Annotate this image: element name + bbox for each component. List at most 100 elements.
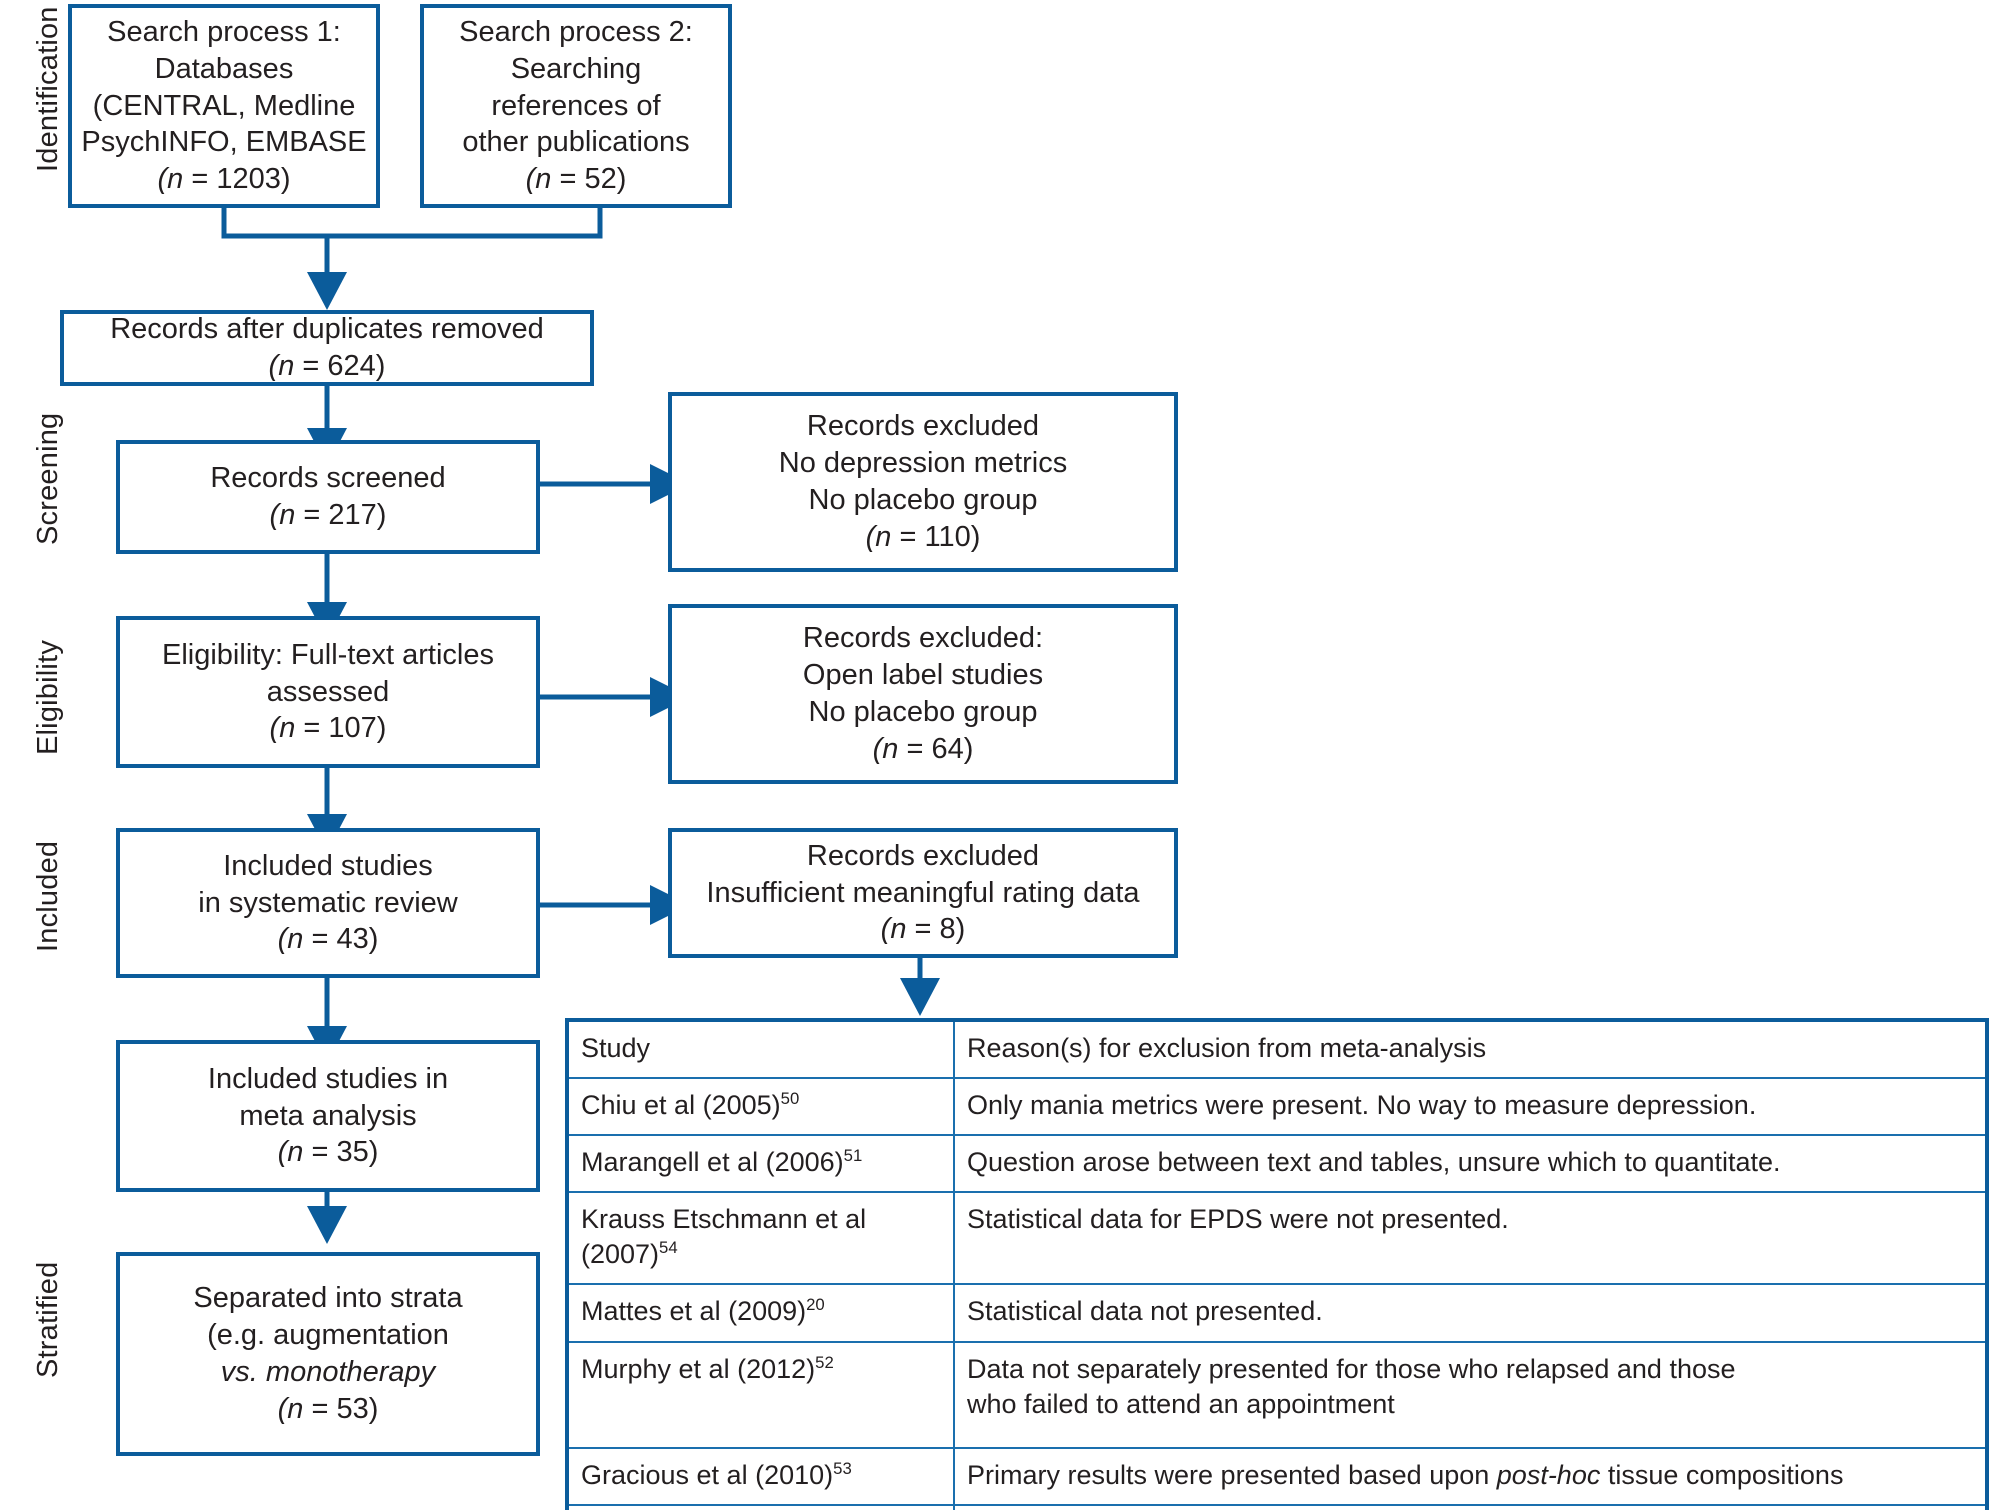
- box-records-excluded-eligibility: Records excluded: Open label studies No …: [668, 604, 1178, 784]
- table-row: Marangell et al (2006)51 Question arose …: [569, 1134, 1985, 1194]
- box-line: references of: [491, 89, 661, 122]
- table-row: Chiu et al (2005)50 Only mania metrics w…: [569, 1077, 1985, 1137]
- box-line: PsychINFO, EMBASE: [81, 126, 367, 159]
- cell-reason: Statistical analysis for effect on mood …: [953, 1503, 1985, 1510]
- box-records-after-duplicates: Records after duplicates removed (n = 62…: [60, 310, 594, 386]
- table-header-row: Study Reason(s) for exclusion from meta-…: [569, 1022, 1985, 1080]
- box-line: in systematic review: [198, 886, 458, 919]
- n-value: 624: [327, 350, 376, 382]
- box-eligibility-fulltext: Eligibility: Full-text articles assessed…: [116, 616, 540, 768]
- study-name: Gracious et al: [581, 1459, 748, 1490]
- n-symbol: n: [535, 163, 552, 196]
- cell-reason: Statistical data not presented.: [953, 1283, 1985, 1343]
- n-symbol: n: [287, 1392, 304, 1425]
- n-symbol: n: [287, 1136, 304, 1169]
- table-row: Mattes et al (2009)20 Statistical data n…: [569, 1283, 1985, 1343]
- n-symbol: n: [882, 732, 899, 765]
- box-count: (n = 64): [872, 732, 974, 765]
- n-value: 107: [328, 712, 377, 745]
- box-line: No placebo group: [808, 696, 1038, 728]
- box-count: (n = 1203): [157, 163, 291, 196]
- box-line: Search process 2:: [459, 15, 693, 48]
- box-count: (n = 217): [269, 499, 387, 531]
- study-name: Mattes et al: [581, 1296, 721, 1327]
- box-included-meta-analysis: Included studies in meta analysis (n = 3…: [116, 1040, 540, 1192]
- cell-reason: Primary results were presented based upo…: [953, 1446, 1985, 1506]
- box-included-systematic-review: Included studies in systematic review (n…: [116, 828, 540, 978]
- box-line: Records excluded: [806, 410, 1040, 443]
- study-ref: 53: [833, 1458, 852, 1478]
- cell-study: Marangell et al (2006)51: [569, 1134, 955, 1194]
- study-ref: 51: [843, 1146, 863, 1166]
- box-separated-into-strata: Separated into strata (e.g. augmentation…: [116, 1252, 540, 1456]
- box-line: vs. monotherapy: [220, 1356, 436, 1388]
- cell-study: Murphy et al (2012)52: [569, 1340, 955, 1449]
- study-ref: 52: [815, 1352, 834, 1372]
- n-value: 1203: [216, 163, 281, 196]
- study-year: (2010): [755, 1459, 834, 1490]
- table-row: Murphy et al (2012)52 Data not separatel…: [569, 1340, 1985, 1449]
- cell-study: Chiu et al (2005)50: [569, 1077, 955, 1137]
- stage-label-screening: Screening: [32, 412, 64, 545]
- box-line: (CENTRAL, Medline: [92, 89, 356, 122]
- n-symbol: n: [278, 350, 295, 382]
- box-line: Records after duplicates removed: [110, 313, 544, 346]
- study-ref: 54: [659, 1238, 678, 1258]
- box-line: Included studies in: [207, 1062, 449, 1095]
- box-line: No depression metrics: [778, 447, 1068, 480]
- n-value: 64: [931, 732, 964, 765]
- cell-reason: Statistical data for EPDS were not prese…: [953, 1191, 1985, 1286]
- study-year: (2005): [702, 1090, 781, 1121]
- box-line: Included studies: [223, 849, 433, 882]
- n-value: 53: [336, 1392, 369, 1425]
- box-records-screened: Records screened (n = 217): [116, 440, 540, 554]
- stage-label-stratified: Stratified: [32, 1261, 64, 1378]
- box-line: assessed: [266, 675, 390, 708]
- cell-reason: Data not separately presented for those …: [953, 1340, 1985, 1449]
- n-symbol: n: [167, 163, 184, 196]
- n-value: 217: [328, 499, 377, 531]
- study-year: (2009): [728, 1296, 807, 1327]
- n-value: 35: [336, 1136, 369, 1169]
- cell-study: Appleton et al (2011)81: [569, 1503, 955, 1510]
- study-ref: 50: [780, 1089, 800, 1109]
- box-count: (n = 107): [269, 712, 387, 745]
- box-search-process-2: Search process 2: Searching references o…: [420, 4, 732, 208]
- box-line: Databases: [154, 52, 294, 85]
- table-row: Gracious et al (2010)53 Primary results …: [569, 1446, 1985, 1506]
- box-records-excluded-screening: Records excluded No depression metrics N…: [668, 392, 1178, 572]
- column-header-reason: Reason(s) for exclusion from meta-analys…: [953, 1022, 1985, 1080]
- box-line: Records screened: [210, 462, 446, 495]
- study-name: Marangell et al: [581, 1147, 759, 1178]
- cell-study: Gracious et al (2010)53: [569, 1446, 955, 1506]
- italic-term: post-hoc: [1496, 1459, 1601, 1490]
- n-value: 8: [939, 913, 956, 946]
- stage-label-identification: Identification: [32, 6, 64, 172]
- box-line: Records excluded:: [802, 622, 1044, 655]
- box-search-process-1: Search process 1: Databases (CENTRAL, Me…: [68, 4, 380, 208]
- table-row: Appleton et al (2011)81 Statistical anal…: [569, 1503, 1985, 1510]
- box-count: (n = 110): [865, 520, 981, 553]
- table-row: Krauss Etschmann et al (2007)54 Statisti…: [569, 1191, 1985, 1286]
- n-symbol: n: [890, 913, 907, 946]
- cell-study: Mattes et al (2009)20: [569, 1283, 955, 1343]
- study-name: Murphy et al: [581, 1353, 730, 1384]
- box-line: (e.g. augmentation: [207, 1319, 449, 1352]
- n-symbol: n: [287, 923, 304, 956]
- cell-reason: Only mania metrics were present. No way …: [953, 1077, 1985, 1137]
- box-count: (n = 35): [277, 1136, 379, 1169]
- study-ref: 20: [806, 1295, 825, 1315]
- study-year: (2007): [581, 1239, 660, 1270]
- cell-study: Krauss Etschmann et al (2007)54: [569, 1191, 955, 1286]
- cell-reason: Question arose between text and tables, …: [953, 1134, 1985, 1194]
- n-value: 52: [584, 163, 617, 196]
- exclusion-reasons-table: Study Reason(s) for exclusion from meta-…: [565, 1018, 1989, 1510]
- study-year: (2012): [737, 1353, 816, 1384]
- box-line: other publications: [462, 126, 690, 159]
- box-records-excluded-rating-data: Records excluded Insufficient meaningful…: [668, 828, 1178, 958]
- box-line: meta analysis: [239, 1099, 417, 1132]
- box-line: Searching: [510, 52, 642, 85]
- box-line: Records excluded: [806, 839, 1040, 872]
- study-name: Chiu et al: [581, 1090, 696, 1121]
- box-count: (n = 8): [880, 913, 966, 946]
